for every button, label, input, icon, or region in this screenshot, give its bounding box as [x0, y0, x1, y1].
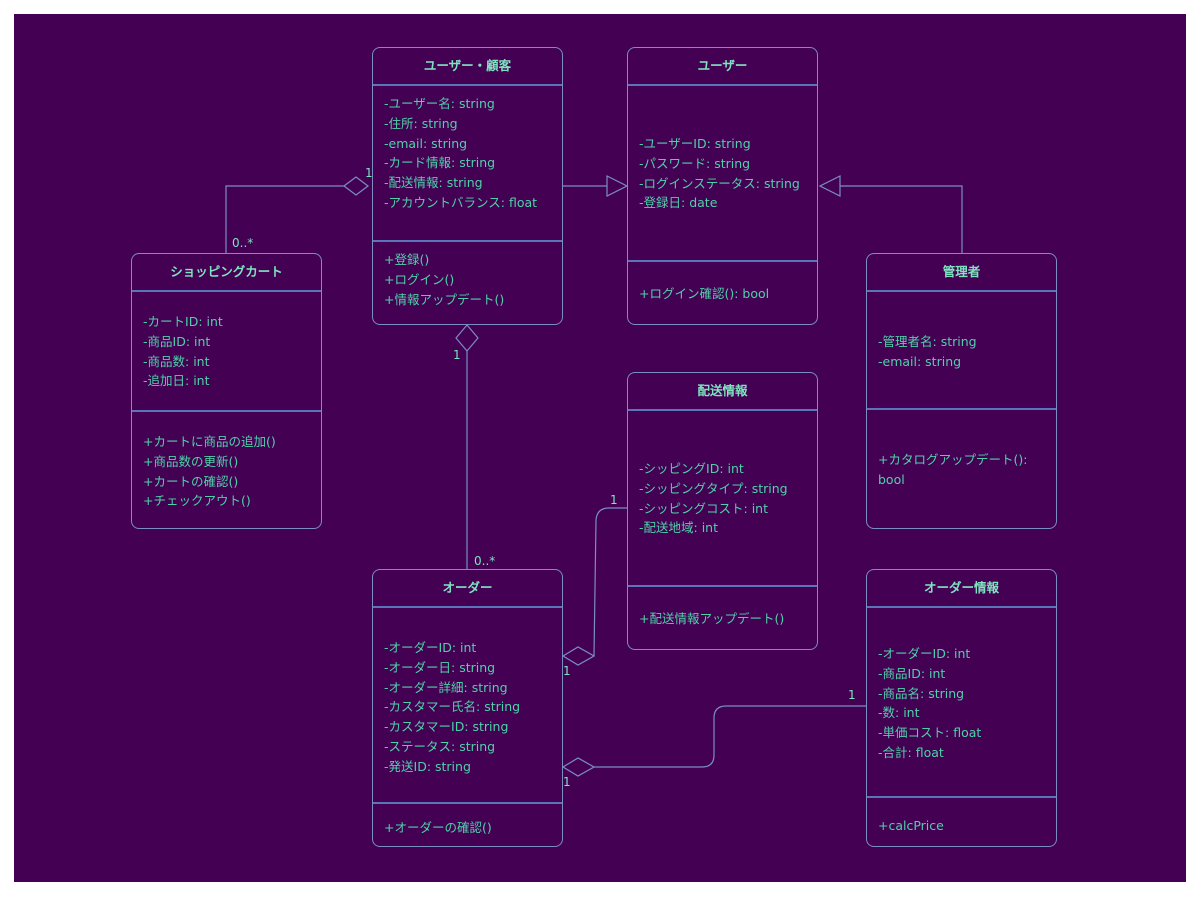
attribute: -配送地域: int [639, 520, 718, 536]
link-order-detail [594, 705, 866, 768]
attribute: -商品ID: int [143, 333, 211, 349]
class-customer[interactable]: ユーザー・顧客 -ユーザー名: string -住所: string -emai… [372, 47, 563, 325]
operations: +配送情報アップデート() [628, 587, 817, 629]
composition-diamond-icon [561, 757, 596, 777]
attribute: -商品名: string [878, 685, 965, 701]
attribute: -ユーザー名: string [384, 96, 495, 111]
operation: +登録() [384, 252, 430, 267]
attribute: -アカウントバランス: float [384, 194, 538, 210]
class-order-detail[interactable]: オーダー情報 -オーダーID: int -商品ID: int -商品名: str… [866, 569, 1057, 847]
attribute: -数: int [878, 705, 920, 721]
attribute: -合計: float [878, 744, 944, 760]
composition-diamond-icon [343, 176, 369, 196]
class-name: ショッピングカート [132, 254, 321, 292]
link-cart-customer [225, 185, 344, 253]
attributes: -オーダーID: int -オーダー日: string -オーダー詳細: str… [373, 608, 562, 804]
attribute: -登録日: date [639, 195, 718, 211]
operation: +カートに商品の追加() [143, 434, 276, 449]
attribute: -発送ID: string [384, 758, 471, 774]
class-name: 管理者 [867, 254, 1056, 292]
operation: +オーダーの確認() [384, 820, 492, 835]
class-name: 配送情報 [628, 373, 817, 411]
operations: +カタログアップデート(): bool [867, 410, 1056, 490]
operations: +オーダーの確認() [373, 804, 562, 838]
attribute: -オーダーID: int [384, 640, 477, 655]
class-order[interactable]: オーダー -オーダーID: int -オーダー日: string -オーダー詳細… [372, 569, 563, 847]
multiplicity-label: 1 [365, 166, 373, 180]
multiplicity-label: 1 [453, 348, 461, 362]
attribute: -オーダー詳細: string [384, 679, 508, 695]
attribute: -商品ID: int [878, 665, 946, 681]
class-shipping[interactable]: 配送情報 -シッピングID: int -シッピングタイプ: string -シッ… [627, 372, 818, 650]
class-name: オーダー情報 [867, 570, 1056, 608]
attribute: -email: string [384, 135, 468, 151]
attribute: -追加日: int [143, 373, 210, 389]
class-admin[interactable]: 管理者 -管理者名: string -email: string +カタログアッ… [866, 253, 1057, 529]
attribute: -単価コスト: float [878, 725, 982, 741]
multiplicity-label: 0..* [474, 554, 496, 568]
attributes: -カートID: int -商品ID: int -商品数: int -追加日: i… [132, 292, 321, 412]
class-shopping-cart[interactable]: ショッピングカート -カートID: int -商品ID: int -商品数: i… [131, 253, 322, 529]
operation: +カタログアップデート(): [878, 452, 1028, 467]
class-name: オーダー [373, 570, 562, 608]
multiplicity-label: 0..* [232, 236, 254, 250]
attribute: -ログインステータス: string [639, 175, 800, 191]
operation: bool [878, 471, 905, 487]
multiplicity-label: 1 [563, 775, 571, 789]
link-order-shipping [593, 507, 627, 657]
operation: +カートの確認() [143, 473, 239, 489]
operation: +calcPrice [878, 818, 944, 833]
operation: +ログイン確認(): bool [639, 286, 770, 301]
operation: +情報アップデート() [384, 291, 505, 307]
operation: +チェックアウト() [143, 493, 251, 509]
multiplicity-label: 1 [563, 664, 571, 678]
attribute: -email: string [878, 353, 962, 369]
attribute: -シッピングID: int [639, 461, 744, 476]
attribute: -オーダー日: string [384, 659, 496, 675]
diagram-canvas [14, 14, 1186, 882]
attribute: -配送情報: string [384, 175, 483, 191]
class-name: ユーザー [628, 48, 817, 86]
attribute: -管理者名: string [878, 334, 977, 349]
attributes: -ユーザー名: string -住所: string -email: strin… [373, 86, 562, 242]
attribute: -カスタマーID: string [384, 719, 509, 735]
operations: +calcPrice [867, 798, 1056, 836]
attribute: -シッピングコスト: int [639, 500, 768, 516]
attributes: -管理者名: string -email: string [867, 292, 1056, 410]
attribute: -カード情報: string [384, 155, 496, 171]
attribute: -住所: string [384, 115, 458, 131]
attribute: -シッピングタイプ: string [639, 480, 788, 496]
class-user[interactable]: ユーザー -ユーザーID: string -パスワード: string -ログイ… [627, 47, 818, 325]
attribute: -商品数: int [143, 353, 210, 369]
attribute: -ユーザーID: string [639, 136, 751, 151]
operations: +カートに商品の追加() +商品数の更新() +カートの確認() +チェックアウ… [132, 412, 321, 511]
multiplicity-label: 1 [610, 493, 618, 507]
operation: +商品数の更新() [143, 453, 239, 469]
operation: +配送情報アップデート() [639, 611, 785, 626]
attributes: -ユーザーID: string -パスワード: string -ログインステータ… [628, 86, 817, 262]
attribute: -パスワード: string [639, 155, 751, 171]
class-name: ユーザー・顧客 [373, 48, 562, 86]
operations: +登録() +ログイン() +情報アップデート() [373, 242, 562, 309]
attribute: -オーダーID: int [878, 646, 971, 661]
operation: +ログイン() [384, 271, 455, 287]
attribute: -カートID: int [143, 314, 223, 329]
generalization-arrow-icon [606, 175, 629, 197]
multiplicity-label: 1 [848, 688, 856, 702]
attribute: -カスタマー氏名: string [384, 699, 521, 715]
generalization-arrow-icon [818, 175, 841, 197]
composition-diamond-icon [561, 646, 596, 666]
attributes: -シッピングID: int -シッピングタイプ: string -シッピングコス… [628, 411, 817, 587]
attributes: -オーダーID: int -商品ID: int -商品名: string -数:… [867, 608, 1056, 798]
operations: +ログイン確認(): bool [628, 262, 817, 304]
attribute: -ステータス: string [384, 738, 496, 754]
link-admin-user [840, 185, 963, 253]
